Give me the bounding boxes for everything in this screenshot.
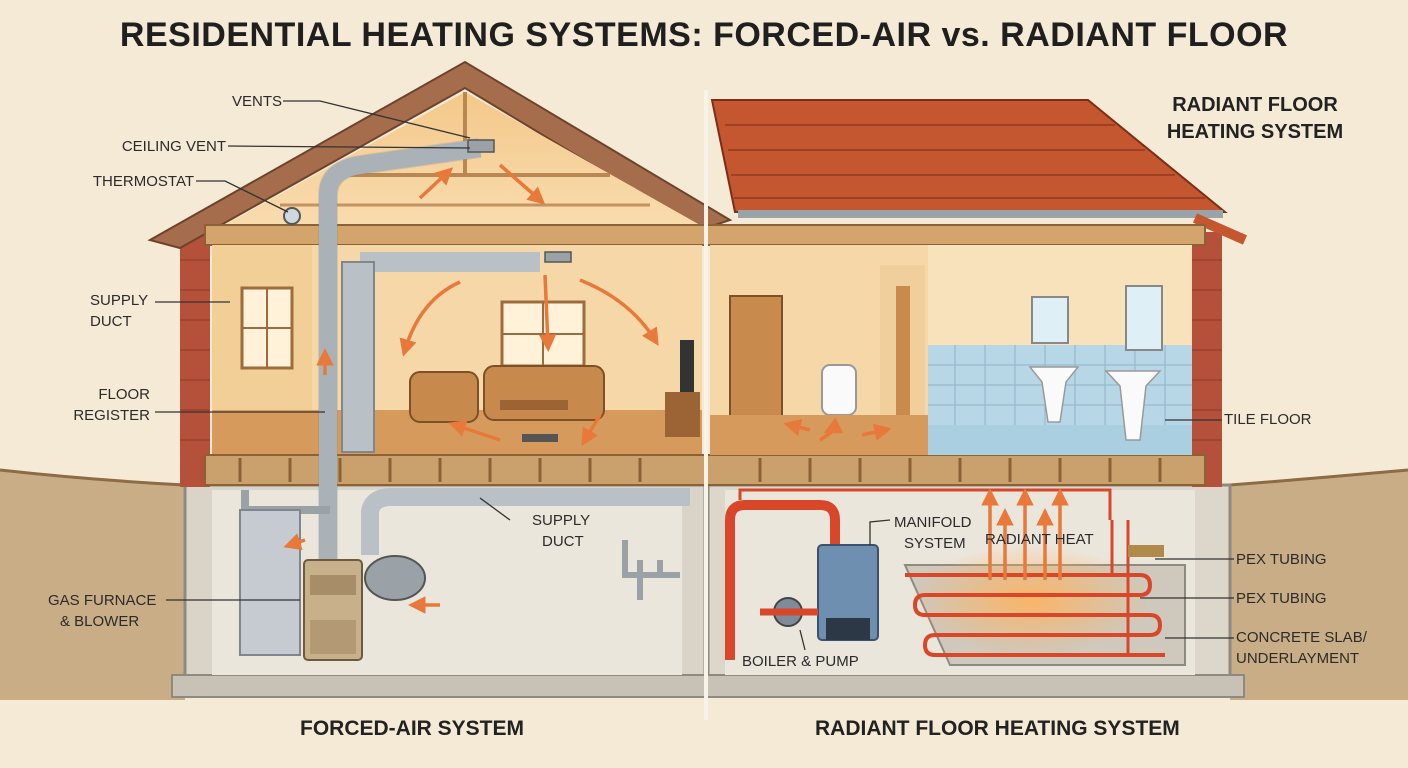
page-title: RESIDENTIAL HEATING SYSTEMS: FORCED-AIR … (119, 16, 1289, 54)
toilet (821, 364, 857, 416)
coffee-table (500, 400, 568, 410)
section-title-left: FORCED-AIR SYSTEM (300, 717, 525, 740)
label-ceiling-vent: CEILING VENT (121, 138, 226, 155)
label-concrete-slab-2: UNDERLAYMENT (1236, 650, 1360, 667)
label-floor-register: FLOOR REGISTER (60, 384, 150, 426)
label-floor-register-2: REGISTER (73, 407, 150, 424)
duct-riser (341, 261, 375, 453)
pex-loops (905, 573, 1165, 657)
label-supply-duct-left-1: SUPPLY (90, 292, 149, 309)
right-floor-left (710, 415, 928, 455)
return-plenum (239, 509, 301, 656)
sofa (483, 365, 605, 421)
basement-duct (361, 488, 690, 555)
label-gas-furnace-2: & BLOWER (60, 613, 140, 630)
right-roof (710, 99, 1228, 213)
radiant-header-line2: HEATING SYSTEM (1166, 121, 1344, 143)
armchair (409, 371, 479, 423)
label-pex-tubing-1: PEX TUBING (1236, 551, 1327, 568)
ceiling-vent (467, 139, 495, 153)
tv (680, 340, 694, 392)
tile-floor (928, 425, 1192, 455)
ground-left (0, 470, 185, 700)
label-supply-duct-base-2: DUCT (542, 533, 584, 550)
label-pex-tubing-2: PEX TUBING (1236, 590, 1327, 607)
label-manifold: MANIFOLD SYSTEM (894, 512, 972, 554)
label-vents: VENTS (231, 93, 282, 110)
upper-vent (544, 251, 572, 263)
mirror-2 (1125, 285, 1163, 351)
label-supply-duct-left: SUPPLY DUCT (90, 290, 148, 332)
thermostat-device (283, 207, 301, 225)
label-concrete-slab: CONCRETE SLAB/ UNDERLAYMENT (1236, 627, 1367, 669)
mirror-1 (1031, 296, 1069, 344)
label-radiant-heat: RADIANT HEAT (985, 531, 1094, 548)
section-title-right: RADIANT FLOOR HEATING SYSTEM (815, 717, 1180, 740)
label-manifold-2: SYSTEM (904, 535, 966, 552)
main-vertical-duct (319, 139, 482, 565)
ground-right (1230, 470, 1408, 700)
label-supply-duct-left-2: DUCT (90, 313, 132, 330)
label-supply-duct-base-1: SUPPLY (532, 512, 591, 529)
sink-2 (1104, 370, 1162, 441)
brick-wall-right (1192, 232, 1222, 487)
label-thermostat: THERMOSTAT (92, 173, 194, 190)
label-tile-floor: TILE FLOOR (1224, 411, 1312, 428)
brick-wall-left (180, 232, 210, 487)
label-gas-furnace-1: GAS FURNACE (48, 592, 157, 609)
label-supply-duct-base: SUPPLY DUCT (532, 510, 590, 552)
blower (364, 555, 426, 601)
label-concrete-slab-1: CONCRETE SLAB/ (1236, 629, 1367, 646)
radiant-header-line1: RADIANT FLOOR (1172, 94, 1338, 116)
radiant-header: RADIANT FLOOR HEATING SYSTEM (1140, 92, 1370, 146)
label-manifold-1: MANIFOLD (894, 514, 972, 531)
label-gas-furnace: GAS FURNACE & BLOWER (48, 590, 156, 632)
pex-riser (725, 500, 840, 660)
sink-1 (1028, 366, 1080, 423)
floor-register-grate (522, 434, 558, 442)
manifold (1128, 545, 1164, 557)
label-boiler-pump: BOILER & PUMP (742, 653, 859, 670)
label-floor-register-1: FLOOR (98, 386, 150, 403)
door (729, 295, 783, 417)
